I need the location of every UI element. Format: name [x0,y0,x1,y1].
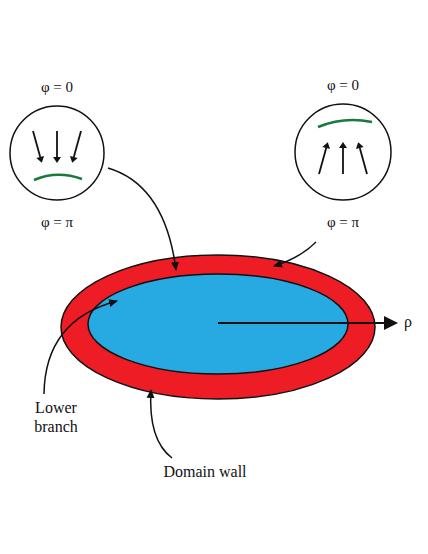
phase-label: φ = π [325,214,361,231]
region-label: Lower branch [14,398,98,436]
region-label: Domain wall [158,462,252,481]
leader-line [44,301,117,394]
domain-wall-region [61,255,375,399]
rho-axis [218,322,386,324]
spin-circle: φ = 0 φ = π [2,58,114,236]
phase-label: φ = π [39,214,75,231]
leader-line [151,390,172,458]
spin-circle: φ = 0 φ = π [288,56,400,236]
pointer-arrow [108,168,176,270]
rho-arrowhead [384,316,398,330]
pointer-arrow [274,242,316,266]
phase-label: φ = 0 [325,77,361,94]
phase-label: φ = 0 [39,79,75,96]
axis-label: ρ [402,312,414,331]
